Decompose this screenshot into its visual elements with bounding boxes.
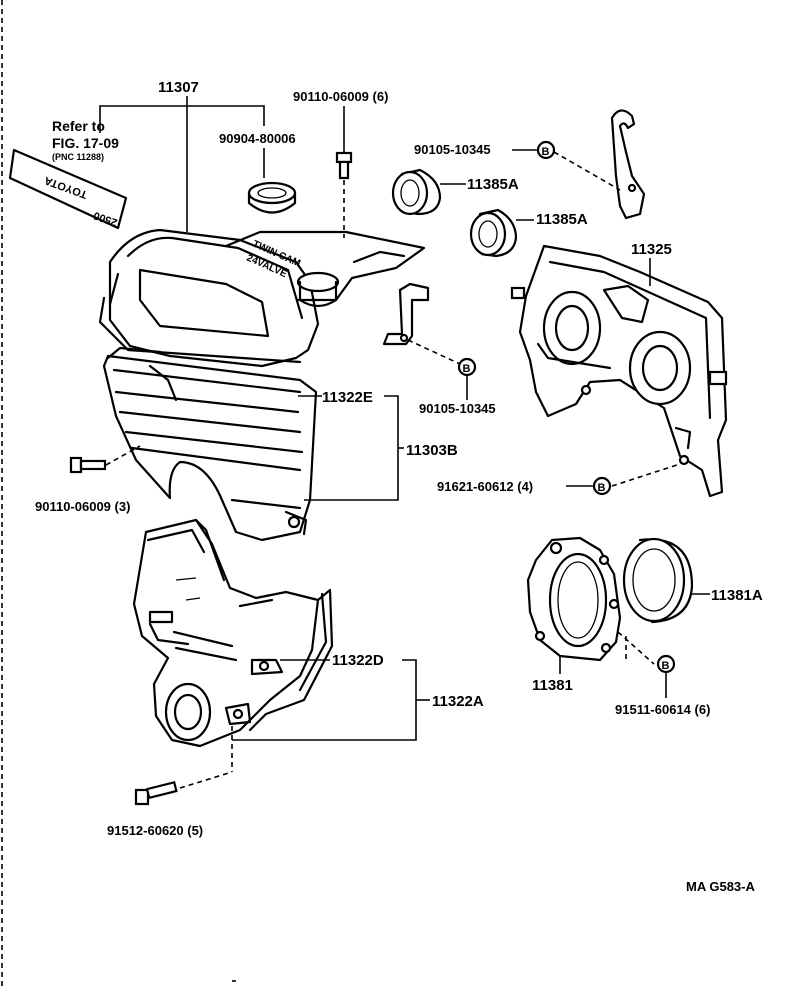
label-11381A: 11381A [711,587,763,604]
dash-bolt-left [105,445,141,466]
label-90904-80006: 90904-80006 [219,131,296,146]
label-11381: 11381 [532,677,573,694]
reference-line-1: Refer to [52,118,105,134]
dash-retainer [617,631,655,665]
label-11307: 11307 [158,79,199,96]
label-90110-06009-3: 90110-06009 (3) [35,499,130,514]
upper-timing-cover: TWIN CAM 24VALVE [98,228,426,368]
oil-seal-11385A-2 [469,208,518,258]
label-91511-60614: 91511-60614 (6) [615,702,710,717]
label-91512-60620: 91512-60620 (5) [107,823,203,838]
leader-11307 [99,105,265,133]
emblem-word-2500: 2500 [92,209,119,229]
svg-text:B: B [662,660,670,672]
dash-mid-bracket [407,339,461,365]
label-11322A: 11322A [432,693,484,710]
dash-lower-bolt [179,771,233,789]
reference-line-3: (PNC 11288) [52,152,104,162]
svg-text:B: B [463,363,471,375]
label-11385A-1: 11385A [467,176,519,193]
label-91621-60612: 91621-60612 (4) [437,479,533,494]
bracket-11303B [304,395,399,501]
small-bracket-mid [382,282,430,346]
oil-seal-retainer [526,536,622,662]
emblem-plate-outline [8,148,128,230]
svg-text:B: B [598,482,606,494]
dash-top-bracket [553,151,621,191]
marker-b-rear: B [592,476,612,496]
label-90105-10345-mid: 90105-10345 [419,401,496,416]
dash-rear-cover [611,463,681,487]
bolt-top [335,151,353,180]
timing-cover-no2 [102,346,318,542]
marker-b-retainer: B [656,654,676,674]
oil-seal-11385A-1 [391,168,442,216]
marker-b-mid: B [457,357,477,377]
label-11325: 11325 [631,241,672,258]
bracket-11322A [232,659,417,741]
label-11322E: 11322E [322,389,373,406]
lower-timing-cover [132,518,334,748]
oil-seal-11381A [622,537,694,624]
label-11322D: 11322D [332,652,384,669]
label-11303B: 11303B [406,442,458,459]
svg-text:B: B [542,146,550,158]
upper-bracket-right [610,109,646,220]
figure-code: MA G583-A [686,879,755,894]
oil-filler-cap [247,181,297,214]
label-90110-06009-6: 90110-06009 (6) [293,89,388,104]
bolt-left [69,456,107,474]
marker-b-top: B [536,140,556,160]
label-11385A-2: 11385A [536,211,588,228]
reference-line-2: FIG. 17-09 [52,135,119,151]
rear-timing-cover [510,244,728,498]
bolt-bottom [134,781,178,806]
label-90105-10345-top: 90105-10345 [414,142,491,157]
reference-note: Refer to FIG. 17-09 (PNC 11288) [52,118,119,162]
